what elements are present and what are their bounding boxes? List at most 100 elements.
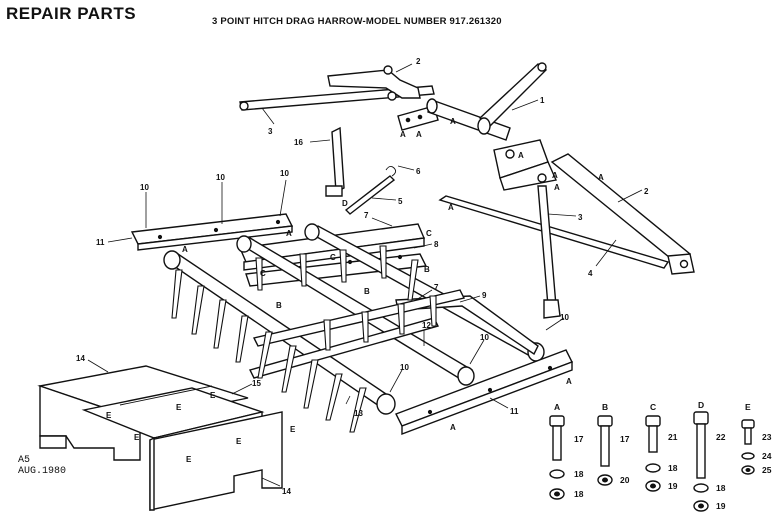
bolt-d-head	[693, 411, 709, 425]
hardware-letter-markers: A A A A A A A A A A A A B B B C C C D E …	[106, 117, 604, 464]
marker-a: A	[416, 130, 422, 139]
tine	[171, 269, 183, 319]
bolt-c-number: 21	[668, 432, 678, 442]
rear-tine-bar-hole	[347, 259, 353, 265]
bolt-b-head	[597, 415, 613, 427]
marker-a: A	[448, 203, 454, 212]
callout-10-front: 10	[400, 363, 409, 372]
hardware-letter-d: D	[698, 400, 704, 410]
center-plate-hole	[417, 114, 423, 120]
marker-e: E	[210, 391, 216, 400]
upper-link-bar-hole	[239, 101, 249, 111]
bolt-a-number: 17	[574, 434, 584, 444]
angle-bar-lower-hole	[547, 365, 553, 371]
hardware-letter-a: A	[554, 402, 560, 412]
bolt-b-number: 17	[620, 434, 630, 444]
stand-fold-line	[119, 385, 213, 406]
callout-9: 9	[482, 291, 487, 300]
nut-e-hole	[745, 468, 751, 472]
washer-c-number: 18	[668, 463, 678, 473]
bolt-b-shank	[600, 425, 610, 467]
right-clevis-pin-lower	[537, 173, 547, 183]
marker-b: B	[424, 265, 430, 274]
callout-15: 15	[252, 379, 261, 388]
tine-mid	[323, 319, 331, 351]
washer-e	[741, 452, 755, 460]
callout-5: 5	[398, 197, 403, 206]
angle-bar-lower-hole	[487, 387, 493, 393]
right-clevis-lower	[499, 161, 557, 191]
callout-11-left: 11	[96, 238, 105, 247]
stand-front-side	[149, 411, 283, 511]
hardware-e	[741, 419, 755, 475]
pivot-tube-front-end	[376, 393, 396, 415]
tine-rear	[339, 249, 347, 283]
angle-bar-hole	[157, 234, 163, 240]
tine	[349, 387, 367, 433]
marker-e: E	[290, 425, 296, 434]
hardware-key-labels: A B C D E 17 17 21 22 23 18 18 18 24 18 …	[554, 400, 772, 511]
marker-a: A	[450, 423, 456, 432]
tine	[281, 345, 297, 393]
long-sway-rod	[438, 195, 670, 269]
tine	[303, 359, 319, 409]
marker-a: A	[566, 377, 572, 386]
hardware-b	[597, 415, 613, 486]
vertical-strap-foot	[543, 299, 561, 319]
angle-bar-left-flange	[137, 225, 293, 251]
hardware-key	[549, 411, 755, 512]
nut-b-number: 20	[620, 475, 630, 485]
tine-rear	[379, 245, 387, 279]
callout-10-left: 10	[140, 183, 149, 192]
callout-4: 4	[588, 269, 593, 278]
tine-rear	[255, 257, 263, 291]
nut-b-hole	[602, 477, 608, 483]
pivot-tube-rear-cap	[304, 223, 320, 241]
callout-14-bottom: 14	[282, 487, 291, 496]
callout-8: 8	[434, 240, 439, 249]
bolt-e-shank	[744, 427, 752, 445]
pivot-tube-middle-end	[457, 366, 475, 386]
nut-d-number: 19	[716, 501, 726, 511]
washer-d-number: 18	[716, 483, 726, 493]
callout-13: 13	[354, 409, 363, 418]
angle-bar-hole	[275, 219, 281, 225]
tine-mid	[361, 311, 369, 343]
marker-e: E	[106, 411, 112, 420]
callout-14-top: 14	[76, 354, 85, 363]
callout-10-right: 10	[280, 169, 289, 178]
marker-a: A	[554, 183, 560, 192]
angle-bar-lower-hole	[427, 409, 433, 415]
marker-a: A	[286, 229, 292, 238]
vertical-strap-left-foot	[325, 185, 343, 197]
callout-3: 3	[268, 127, 273, 136]
drawing-date: AUG.1980	[18, 466, 67, 477]
angle-bar-lower	[395, 349, 573, 427]
marker-a: A	[450, 117, 456, 126]
angle-bar-lower-flange	[401, 360, 573, 436]
callout-2: 2	[416, 57, 421, 66]
stand-front-edge	[149, 436, 155, 511]
marker-e: E	[176, 403, 182, 412]
cross-bar-low	[248, 317, 440, 379]
callout-numbers: 2 1 3 16 6 5 2 3 4 10 10 10 11 7 8 7 9 1…	[76, 57, 649, 496]
tine	[191, 285, 205, 335]
tine	[325, 373, 343, 421]
marker-c: C	[260, 269, 266, 278]
pivot-tube-middle-cap	[236, 235, 252, 253]
vertical-strap-right	[537, 185, 557, 307]
hitch-assembly	[239, 62, 695, 319]
bolt-e-head	[741, 419, 755, 429]
callout-12: 12	[422, 321, 431, 330]
marker-e: E	[236, 437, 242, 446]
upper-bracket	[327, 69, 421, 99]
hardware-c	[645, 415, 661, 492]
spring-clip	[385, 165, 397, 177]
callout-2-right: 2	[644, 187, 649, 196]
callout-3-right: 3	[578, 213, 583, 222]
callout-10-strap: 10	[560, 313, 569, 322]
rear-tine-bar-hole	[397, 254, 403, 260]
drawing-code: A5	[18, 455, 31, 466]
bolt-c-shank	[648, 425, 658, 453]
bolt-a-shank	[552, 425, 562, 461]
